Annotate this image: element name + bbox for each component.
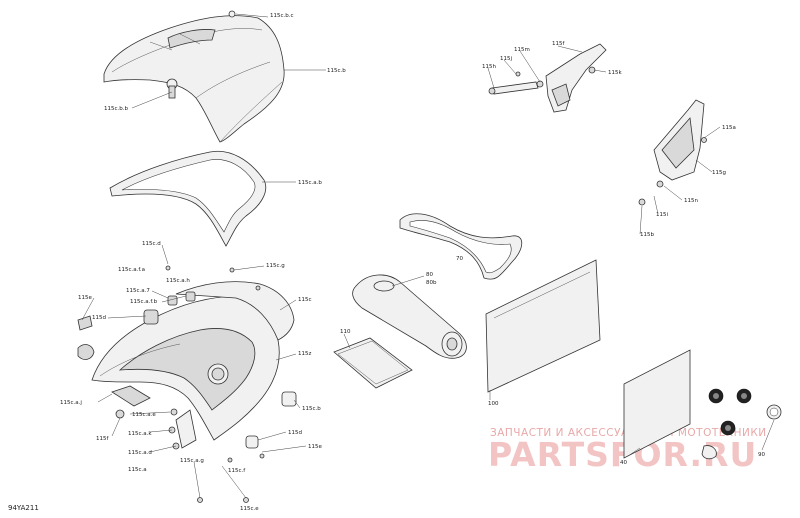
callout-115c.a.h: 115c.a.h (166, 278, 190, 284)
callout-115c.a.f.b: 115c.a.f.b (130, 299, 158, 305)
callout-115m: 115m (514, 47, 530, 53)
callout-80: 80 (426, 272, 433, 278)
callout-115c.b.b: 115c.b.b (104, 106, 129, 112)
side-bracket-part[interactable] (638, 99, 707, 206)
leader-lines (81, 13, 775, 499)
callout-115c.a.e: 115c.a.e (132, 412, 156, 418)
seal-gasket-part[interactable] (109, 150, 267, 247)
callout-115d: 115d (92, 315, 106, 321)
callout-115d-b: 115d (288, 430, 302, 436)
callout-115n: 115n (684, 198, 698, 204)
callout-115c.a.7: 115c.a.7 (126, 288, 150, 294)
callout-115z: 115z (298, 351, 311, 357)
callout-115c.d: 115c.d (142, 241, 161, 247)
callout-115c.b.c: 115c.b.c (270, 13, 294, 19)
callout-115h: 115h (482, 64, 496, 70)
callout-115a: 115a (722, 125, 736, 131)
diagram-code: 94YA211 (8, 504, 39, 512)
callout-80b: 80b (426, 280, 437, 286)
callout-115c.a.d: 115c.a.d (128, 450, 152, 456)
callout-115f-top: 115f (552, 41, 565, 47)
callout-115i: 115i (656, 212, 668, 218)
top-cover-part[interactable] (103, 10, 285, 143)
roll-bag-part-80[interactable] (352, 274, 467, 359)
panel-part-100[interactable] (485, 259, 601, 393)
callout-115c.b-d: 115c.b (302, 406, 321, 412)
mat-part-110[interactable] (333, 337, 413, 389)
callout-70: 70 (456, 256, 463, 262)
callout-115c.a.b: 115c.a.b (298, 180, 322, 186)
base-tub-part[interactable] (91, 281, 295, 449)
callout-115c.a.f.a: 115c.a.f.a (118, 267, 145, 273)
callout-110: 110 (340, 329, 351, 335)
callout-115c.b: 115c.b (327, 68, 346, 74)
callout-115e-b: 115e (308, 444, 322, 450)
callout-115c.f: 115c.f (228, 468, 246, 474)
callout-90: 90 (758, 452, 765, 458)
callout-115c.a.g: 115c.a.g (180, 458, 204, 464)
callout-115b: 115b (640, 232, 654, 238)
callout-40: 40 (620, 460, 627, 466)
callout-115k: 115k (608, 70, 622, 76)
panel-part-40[interactable] (623, 349, 691, 459)
callout-labels: 115c.b.c 115c.b 115c.b.b 115c.a.b 115c.d… (60, 13, 765, 512)
callout-100: 100 (488, 401, 499, 407)
callout-115c: 115c (298, 297, 312, 303)
callout-115c.a.k: 115c.a.k (128, 431, 152, 437)
callout-115j: 115j (500, 56, 512, 62)
watermark-logo: PARTSFOR.RU (488, 435, 757, 474)
strap-part-70[interactable] (399, 213, 523, 280)
grommet-parts-90[interactable] (701, 388, 782, 460)
callout-115g: 115g (712, 170, 726, 176)
callout-115c.a.j: 115c.a.j (60, 400, 82, 406)
upper-bracket-part[interactable] (488, 43, 607, 113)
callout-115c.g: 115c.g (266, 263, 285, 269)
callout-115f: 115f (96, 436, 109, 442)
callout-115c.a: 115c.a (128, 467, 147, 473)
callout-115c.e: 115c.e (240, 506, 259, 512)
callout-115e: 115e (78, 295, 92, 301)
